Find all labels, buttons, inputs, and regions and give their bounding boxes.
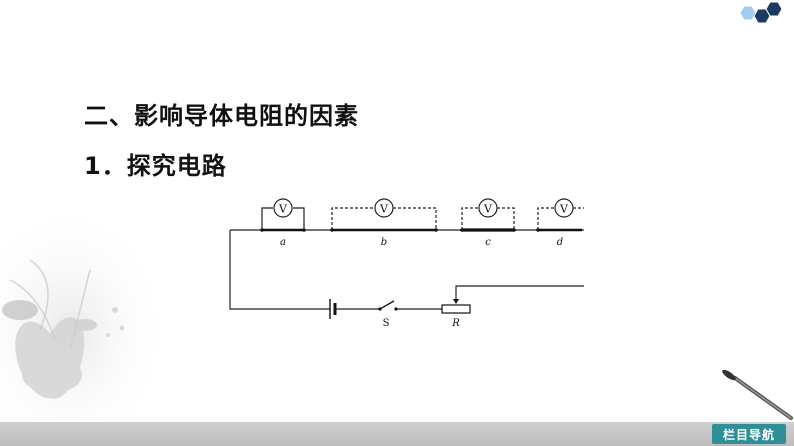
wire-label-a: a xyxy=(280,237,286,248)
nav-button[interactable]: 栏目导航 xyxy=(712,424,786,444)
voltmeter-c-symbol: V xyxy=(483,203,493,216)
return-wire xyxy=(229,230,330,310)
switch-label: S xyxy=(383,318,390,329)
wire-label-b: b xyxy=(381,237,387,248)
voltmeter-c: V xyxy=(461,198,515,230)
rheostat-icon xyxy=(441,285,584,314)
voltmeter-a-symbol: V xyxy=(278,203,288,216)
wire-label-c: c xyxy=(485,237,491,248)
junction-dots xyxy=(260,228,540,232)
voltmeter-d-symbol: V xyxy=(559,203,569,216)
circuit-diagram: V V V V a b c d xyxy=(222,193,584,331)
voltmeter-b-symbol: V xyxy=(379,203,389,216)
footer-bar xyxy=(0,422,794,446)
wire-label-d: d xyxy=(557,237,563,248)
voltmeter-b: V xyxy=(331,198,437,230)
section-title: 1．探究电路 xyxy=(84,152,227,180)
brush-decoration-icon xyxy=(722,370,793,420)
page-title: 二、影响导体电阻的因素 xyxy=(84,102,359,130)
hexagon-logo-icon xyxy=(739,1,783,24)
lotus-decoration-icon xyxy=(0,200,170,420)
rheostat-label: R xyxy=(451,318,460,329)
voltmeter-d: V xyxy=(537,198,584,230)
switch-icon xyxy=(378,300,398,311)
voltmeter-a: V xyxy=(261,198,305,230)
